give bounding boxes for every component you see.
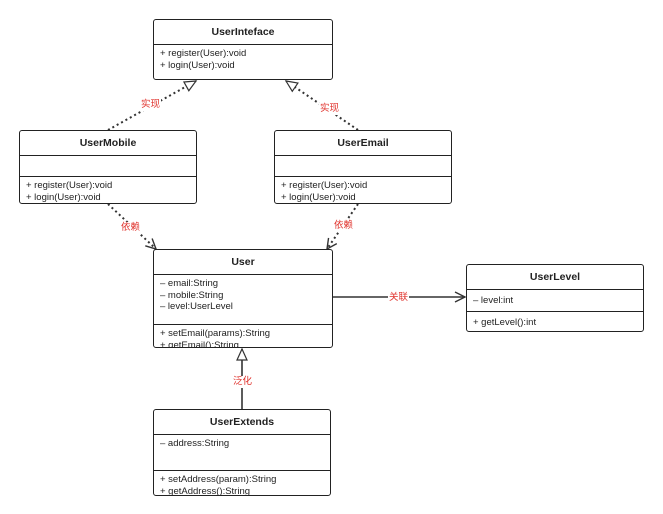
label-mobile-realization: 实现 [140, 99, 162, 111]
method-item: + login(User):void [281, 191, 356, 203]
attribute-item: – email:String [160, 278, 219, 289]
class-methods: + register(User):void + login(User):void [275, 177, 451, 203]
class-methods: + register(User):void + login(User):void [154, 45, 332, 73]
class-methods: + register(User):void + login(User):void [20, 177, 196, 203]
class-name: UserMobile [20, 131, 196, 156]
class-user-mobile[interactable]: UserMobile + register(User):void + login… [19, 130, 197, 204]
class-methods: + setAddress(param):String + getAddress(… [154, 471, 330, 496]
method-item: + setEmail(params):String [160, 328, 271, 339]
attribute-item: – address:String [160, 438, 230, 449]
class-user-extends[interactable]: UserExtends – address:String + setAddres… [153, 409, 331, 496]
label-email-dependency: 依赖 [333, 220, 355, 232]
mobile-dependency-line [107, 203, 158, 251]
class-attributes [275, 156, 451, 177]
class-user-level[interactable]: UserLevel – level:int + getLevel():int [466, 264, 644, 332]
label-email-realization: 实现 [319, 103, 341, 115]
method-item: + getAddress():String [160, 485, 251, 496]
class-attributes: – email:String – mobile:String – level:U… [154, 275, 332, 325]
class-name: UserLevel [467, 265, 643, 290]
class-methods: + getLevel():int [467, 312, 643, 331]
attribute-item: – level:UserLevel [160, 301, 233, 312]
attribute-item: – level:int [473, 295, 514, 306]
label-association: 关联 [388, 292, 410, 304]
method-item: + login(User):void [160, 59, 235, 71]
class-user[interactable]: User – email:String – mobile:String – le… [153, 249, 333, 348]
class-name: UserInteface [154, 20, 332, 45]
label-mobile-dependency: 依赖 [120, 222, 142, 234]
class-name: UserEmail [275, 131, 451, 156]
class-methods: + setEmail(params):String + getEmail():S… [154, 325, 332, 348]
method-item: + setAddress(param):String [160, 474, 277, 485]
method-item: + register(User):void [281, 180, 368, 191]
method-item: + register(User):void [160, 48, 247, 59]
class-attributes: – level:int [467, 290, 643, 312]
method-item: + getEmail():String [160, 339, 239, 348]
label-generalization: 泛化 [232, 376, 254, 388]
method-item: + register(User):void [26, 180, 113, 191]
attribute-item: – mobile:String [160, 289, 224, 301]
class-attributes [20, 156, 196, 177]
class-name: UserExtends [154, 410, 330, 435]
class-name: User [154, 250, 332, 275]
email-dependency-line [326, 203, 359, 251]
class-user-email[interactable]: UserEmail + register(User):void + login(… [274, 130, 452, 204]
method-item: + login(User):void [26, 191, 101, 203]
method-item: + getLevel():int [473, 317, 537, 328]
class-user-interface[interactable]: UserInteface + register(User):void + log… [153, 19, 333, 80]
class-attributes: – address:String [154, 435, 330, 471]
